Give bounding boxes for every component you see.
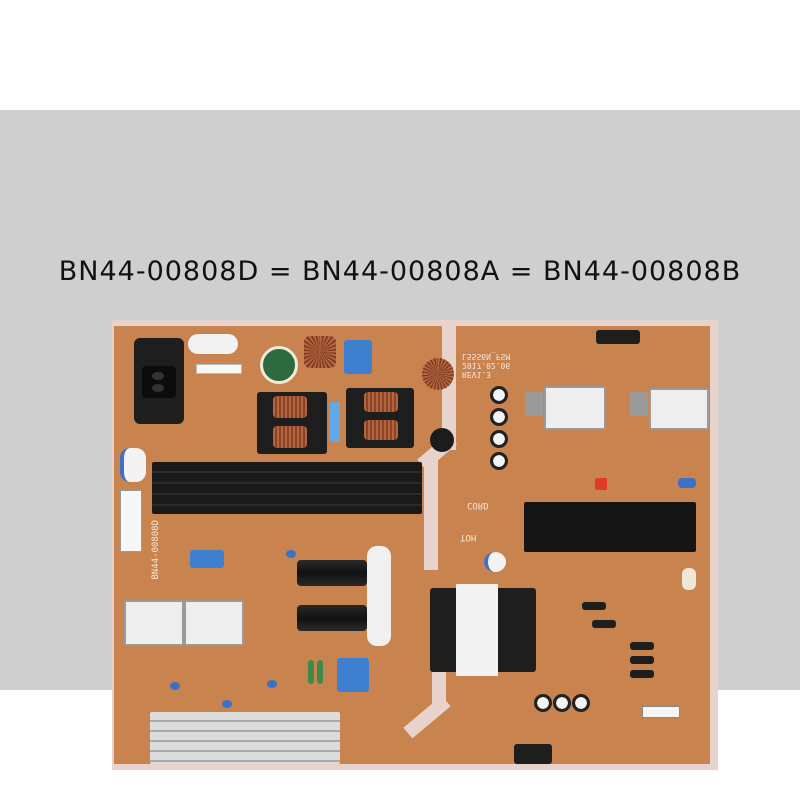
bulk-capacitor-bottom: [297, 605, 367, 631]
green-resistor: [308, 660, 314, 684]
black-heatsink: [152, 462, 422, 514]
ceramic-capacitor: [286, 550, 296, 558]
silver-heatsink: [150, 712, 340, 764]
main-transformer: [430, 584, 536, 676]
board-edge: [112, 320, 718, 326]
toroid-inductor: [422, 358, 454, 390]
part-number-title: BN44-00808D = BN44-00808A = BN44-00808B: [58, 256, 742, 287]
diode: [630, 642, 654, 650]
llc-transformer-left: [124, 600, 184, 646]
silkscreen-date: 2017.02.06: [462, 361, 511, 370]
common-mode-choke-left: [257, 392, 327, 454]
silkscreen-revision: REV1.3: [462, 370, 491, 379]
common-mode-choke-small: [304, 336, 336, 368]
silkscreen-cord: CORD: [467, 500, 489, 510]
red-capacitor: [595, 478, 607, 490]
product-photo: BN44-00808D = BN44-00808A = BN44-00808B: [0, 110, 800, 770]
diode: [630, 656, 654, 664]
top-connector: [596, 330, 640, 344]
board-edge: [710, 320, 718, 770]
ac-inlet: [134, 338, 184, 424]
diode: [630, 670, 654, 678]
serial-label: [642, 706, 680, 718]
ceramic-capacitor: [267, 680, 277, 688]
inductor-grey: [630, 392, 648, 416]
ceramic-capacitor: [170, 682, 180, 690]
inductor-grey: [525, 392, 543, 416]
blue-capacitor: [330, 402, 340, 442]
silkscreen-part-number: BN44-00808D: [151, 520, 161, 580]
led-transformer-1: [544, 386, 606, 430]
bulk-capacitor-top: [297, 560, 367, 586]
ceramic-capacitors: [678, 478, 696, 488]
electrolytic-capacitor: [553, 694, 571, 712]
board-edge: [112, 764, 718, 770]
silkscreen-rev-block: REV1.3 2017.02.06 L55S6N_FSM: [462, 352, 510, 379]
x-capacitor-blue: [344, 340, 372, 374]
led-transformer-2: [649, 388, 709, 430]
ceramic-capacitor: [222, 700, 232, 708]
diode: [592, 620, 616, 628]
electrolytic-capacitor: [534, 694, 552, 712]
cap-glue-white: [367, 546, 391, 646]
output-heatsink: [524, 502, 696, 552]
x-capacitor-white: [188, 334, 238, 354]
electrolytic-capacitor: [490, 430, 508, 448]
varistor: [260, 346, 298, 384]
blue-capacitor: [190, 550, 224, 568]
electrolytic-capacitor: [572, 694, 590, 712]
common-mode-choke-right: [346, 388, 414, 448]
green-resistor: [317, 660, 323, 684]
electrolytic-capacitor: [490, 386, 508, 404]
silkscreen-model: L55S6N_FSM: [462, 352, 511, 361]
electrolytic-capacitor: [490, 452, 508, 470]
electrolytic-capacitor: [490, 408, 508, 426]
power-supply-board: BN44-00808D REV1.3 2017.02.06 L55S6N_FSM: [112, 320, 718, 770]
isolation-slot: [403, 695, 451, 739]
barcode-label: [120, 490, 142, 552]
silkscreen-hot: HOT: [460, 532, 477, 542]
llc-transformer-right: [184, 600, 244, 646]
diode: [582, 602, 606, 610]
glue-blob: [682, 568, 696, 590]
fuse: [196, 364, 242, 374]
y-capacitor: [120, 448, 146, 482]
ntc-thermistor: [430, 428, 454, 452]
isolation-slot: [424, 455, 438, 570]
blue-box-capacitor: [337, 658, 369, 692]
bottom-connector: [514, 744, 552, 764]
y-capacitor: [484, 552, 506, 572]
